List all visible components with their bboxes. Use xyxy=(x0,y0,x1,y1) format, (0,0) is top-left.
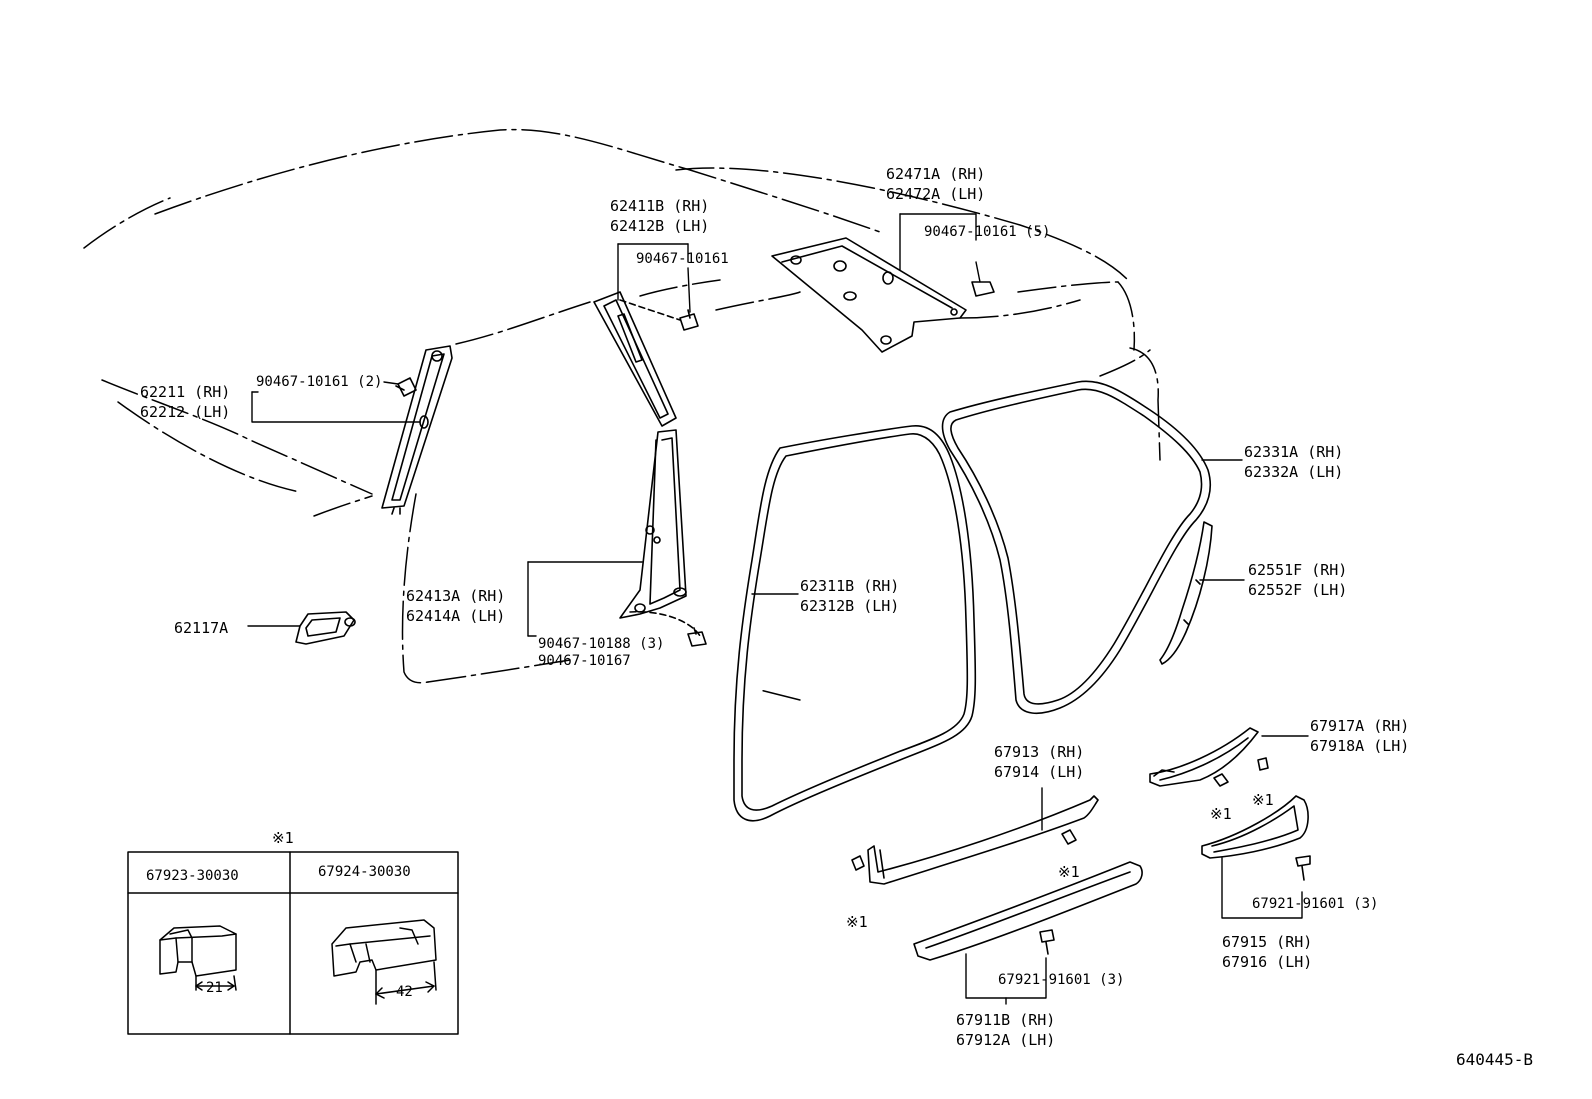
callout-62211: 62211 (RH) 62212 (LH) xyxy=(140,382,230,422)
label-62412b-lh: 62412B (LH) xyxy=(610,217,710,235)
rear-scuff-plate-inner xyxy=(1149,727,1259,787)
clip-rear-scuff-a xyxy=(1213,773,1229,787)
clip-67924-illustration xyxy=(331,919,437,1005)
clip-center-pillar-upper xyxy=(679,309,699,331)
label-67911b-rh: 67911B (RH) xyxy=(956,1011,1056,1029)
label-clip-roof-side: 90467-10161 (5) xyxy=(924,224,1051,240)
callout-67913: 67913 (RH) 67914 (LH) xyxy=(994,742,1084,782)
callout-62551: 62551F (RH) 62552F (LH) xyxy=(1248,560,1347,600)
label-clip-90467-10188: 90467-10188 (3) xyxy=(538,636,665,652)
screw-front-step xyxy=(1039,929,1055,955)
label-62413a-rh: 62413A (RH) xyxy=(406,587,506,605)
callout-62311: 62311B (RH) 62312B (LH) xyxy=(800,576,899,616)
label-screw-front-step: 67921-91601 (3) xyxy=(998,972,1125,988)
label-clip-90467-10167: 90467-10167 xyxy=(538,653,631,669)
rear-step-plate xyxy=(1201,795,1309,859)
label-62552f-lh: 62552F (LH) xyxy=(1248,581,1348,599)
callout-67917: 67917A (RH) 67918A (LH) xyxy=(1310,716,1409,756)
label-62211-rh: 62211 (RH) xyxy=(140,383,231,401)
label-67915-rh: 67915 (RH) xyxy=(1222,933,1313,951)
legend-mark: ※1 xyxy=(272,829,294,847)
label-67916-lh: 67916 (LH) xyxy=(1222,953,1313,971)
label-62312b-lh: 62312B (LH) xyxy=(800,597,900,615)
label-67912a-lh: 67912A (LH) xyxy=(956,1031,1056,1049)
label-62331a-rh: 62331A (RH) xyxy=(1244,443,1344,461)
figure-reference: 640445-B xyxy=(1456,1050,1534,1069)
a-pillar-garnish xyxy=(381,345,453,515)
label-62212-lh: 62212 (LH) xyxy=(140,403,231,421)
label-67913-rh: 67913 (RH) xyxy=(994,743,1085,761)
callout-62413: 62413A (RH) 62414A (LH) xyxy=(406,586,505,626)
clip-67923-illustration xyxy=(159,925,237,991)
clip-front-scuff-b xyxy=(1061,829,1077,845)
label-62472a-lh: 62472A (LH) xyxy=(886,185,986,203)
label-62411b-rh: 62411B (RH) xyxy=(610,197,710,215)
screw-rear-step xyxy=(1295,855,1311,881)
mark-front-scuff-clip-b: ※1 xyxy=(1058,863,1080,881)
label-clip-center-pillar-upper: 90467-10161 xyxy=(636,251,729,267)
label-62551f-rh: 62551F (RH) xyxy=(1248,561,1348,579)
clip-roof-side xyxy=(971,281,995,297)
callout-67911: 67911B (RH) 67912A (LH) xyxy=(956,1010,1055,1050)
label-62332a-lh: 62332A (LH) xyxy=(1244,463,1344,481)
center-pillar-upper-garnish xyxy=(593,291,677,427)
callout-62411: 62411B (RH) 62412B (LH) xyxy=(610,196,709,236)
label-67914-lh: 67914 (LH) xyxy=(994,763,1085,781)
callout-clips-center-pillar-lower: 90467-10188 (3) 90467-10167 xyxy=(538,636,664,670)
label-clip-a-pillar: 90467-10161 (2) xyxy=(256,374,383,390)
callout-62331: 62331A (RH) 62332A (LH) xyxy=(1244,442,1343,482)
vehicle-body-outline xyxy=(83,128,1161,701)
leader-lines xyxy=(247,213,1309,1005)
label-62311b-rh: 62311B (RH) xyxy=(800,577,900,595)
clip-a-pillar xyxy=(395,377,417,397)
callout-67915: 67915 (RH) 67916 (LH) xyxy=(1222,932,1312,972)
clip-rear-scuff-b xyxy=(1257,757,1269,771)
rear-door-weatherstrip xyxy=(1159,521,1213,665)
label-screw-rear-step: 67921-91601 (3) xyxy=(1252,896,1379,912)
clip-center-pillar-lower xyxy=(687,627,707,647)
legend-dim-42: 42 xyxy=(396,984,413,1000)
center-pillar-lower-garnish xyxy=(619,429,701,637)
label-67917a-rh: 67917A (RH) xyxy=(1310,717,1410,735)
legend-table xyxy=(127,851,459,1035)
legend-part-67923: 67923-30030 xyxy=(146,868,239,884)
mark-rear-scuff-clip-a: ※1 xyxy=(1210,805,1232,823)
front-step-plate xyxy=(913,861,1143,961)
label-62414a-lh: 62414A (LH) xyxy=(406,607,506,625)
roof-side-inner-garnish xyxy=(771,237,967,353)
label-62117a: 62117A xyxy=(174,619,229,637)
callout-62471: 62471A (RH) 62472A (LH) xyxy=(886,164,985,204)
mark-rear-scuff-clip-b: ※1 xyxy=(1252,791,1274,809)
rear-door-opening-trim xyxy=(941,380,1212,715)
front-door-opening-trim xyxy=(733,425,977,822)
legend-part-67924: 67924-30030 xyxy=(318,864,411,880)
label-62471a-rh: 62471A (RH) xyxy=(886,165,986,183)
mark-front-scuff-clip-a: ※1 xyxy=(846,913,868,931)
legend-dim-21: 21 xyxy=(206,980,223,996)
clip-front-scuff-a xyxy=(851,855,865,871)
label-67918a-lh: 67918A (LH) xyxy=(1310,737,1410,755)
interior-light-cover xyxy=(295,611,356,645)
front-scuff-plate-inner xyxy=(867,795,1099,885)
